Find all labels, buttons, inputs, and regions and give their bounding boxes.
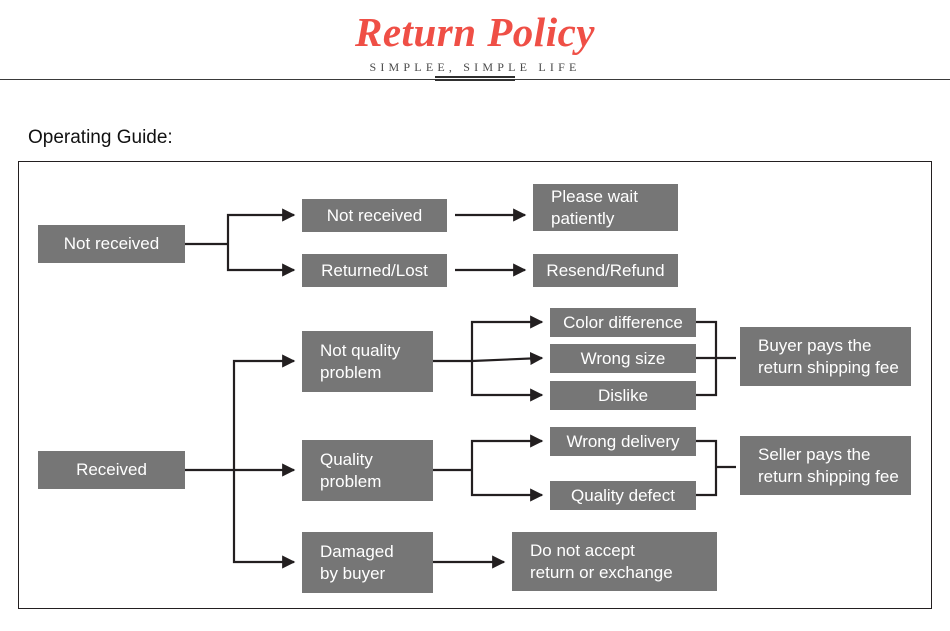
flow-node-buyer-pays: Buyer pays the return shipping fee xyxy=(740,327,911,386)
header-divider-accent xyxy=(435,76,515,81)
brand-title: Return Policy xyxy=(355,9,595,55)
flow-node-returned-lost: Returned/Lost xyxy=(302,254,447,287)
flow-node-seller-pays: Seller pays the return shipping fee xyxy=(740,436,911,495)
flow-node-wrong-delivery: Wrong delivery xyxy=(550,427,696,456)
flow-node-not-received-root: Not received xyxy=(38,225,185,263)
flow-node-no-return: Do not accept return or exchange xyxy=(512,532,717,591)
page-title: Operating Guide: xyxy=(28,127,173,148)
flow-node-dislike: Dislike xyxy=(550,381,696,410)
flow-node-quality-defect: Quality defect xyxy=(550,481,696,510)
flow-node-not-quality-problem: Not quality problem xyxy=(302,331,433,392)
flow-node-please-wait: Please wait patiently xyxy=(533,184,678,231)
flow-node-wrong-size: Wrong size xyxy=(550,344,696,373)
brand-tagline: SIMPLEE, SIMPLE LIFE xyxy=(369,60,581,74)
flow-node-damaged-by-buyer: Damaged by buyer xyxy=(302,532,433,593)
flow-node-not-received-sub: Not received xyxy=(302,199,447,232)
flow-node-quality-problem: Quality problem xyxy=(302,440,433,501)
flow-node-received-root: Received xyxy=(38,451,185,489)
flow-node-color-difference: Color difference xyxy=(550,308,696,337)
flow-node-resend-refund: Resend/Refund xyxy=(533,254,678,287)
